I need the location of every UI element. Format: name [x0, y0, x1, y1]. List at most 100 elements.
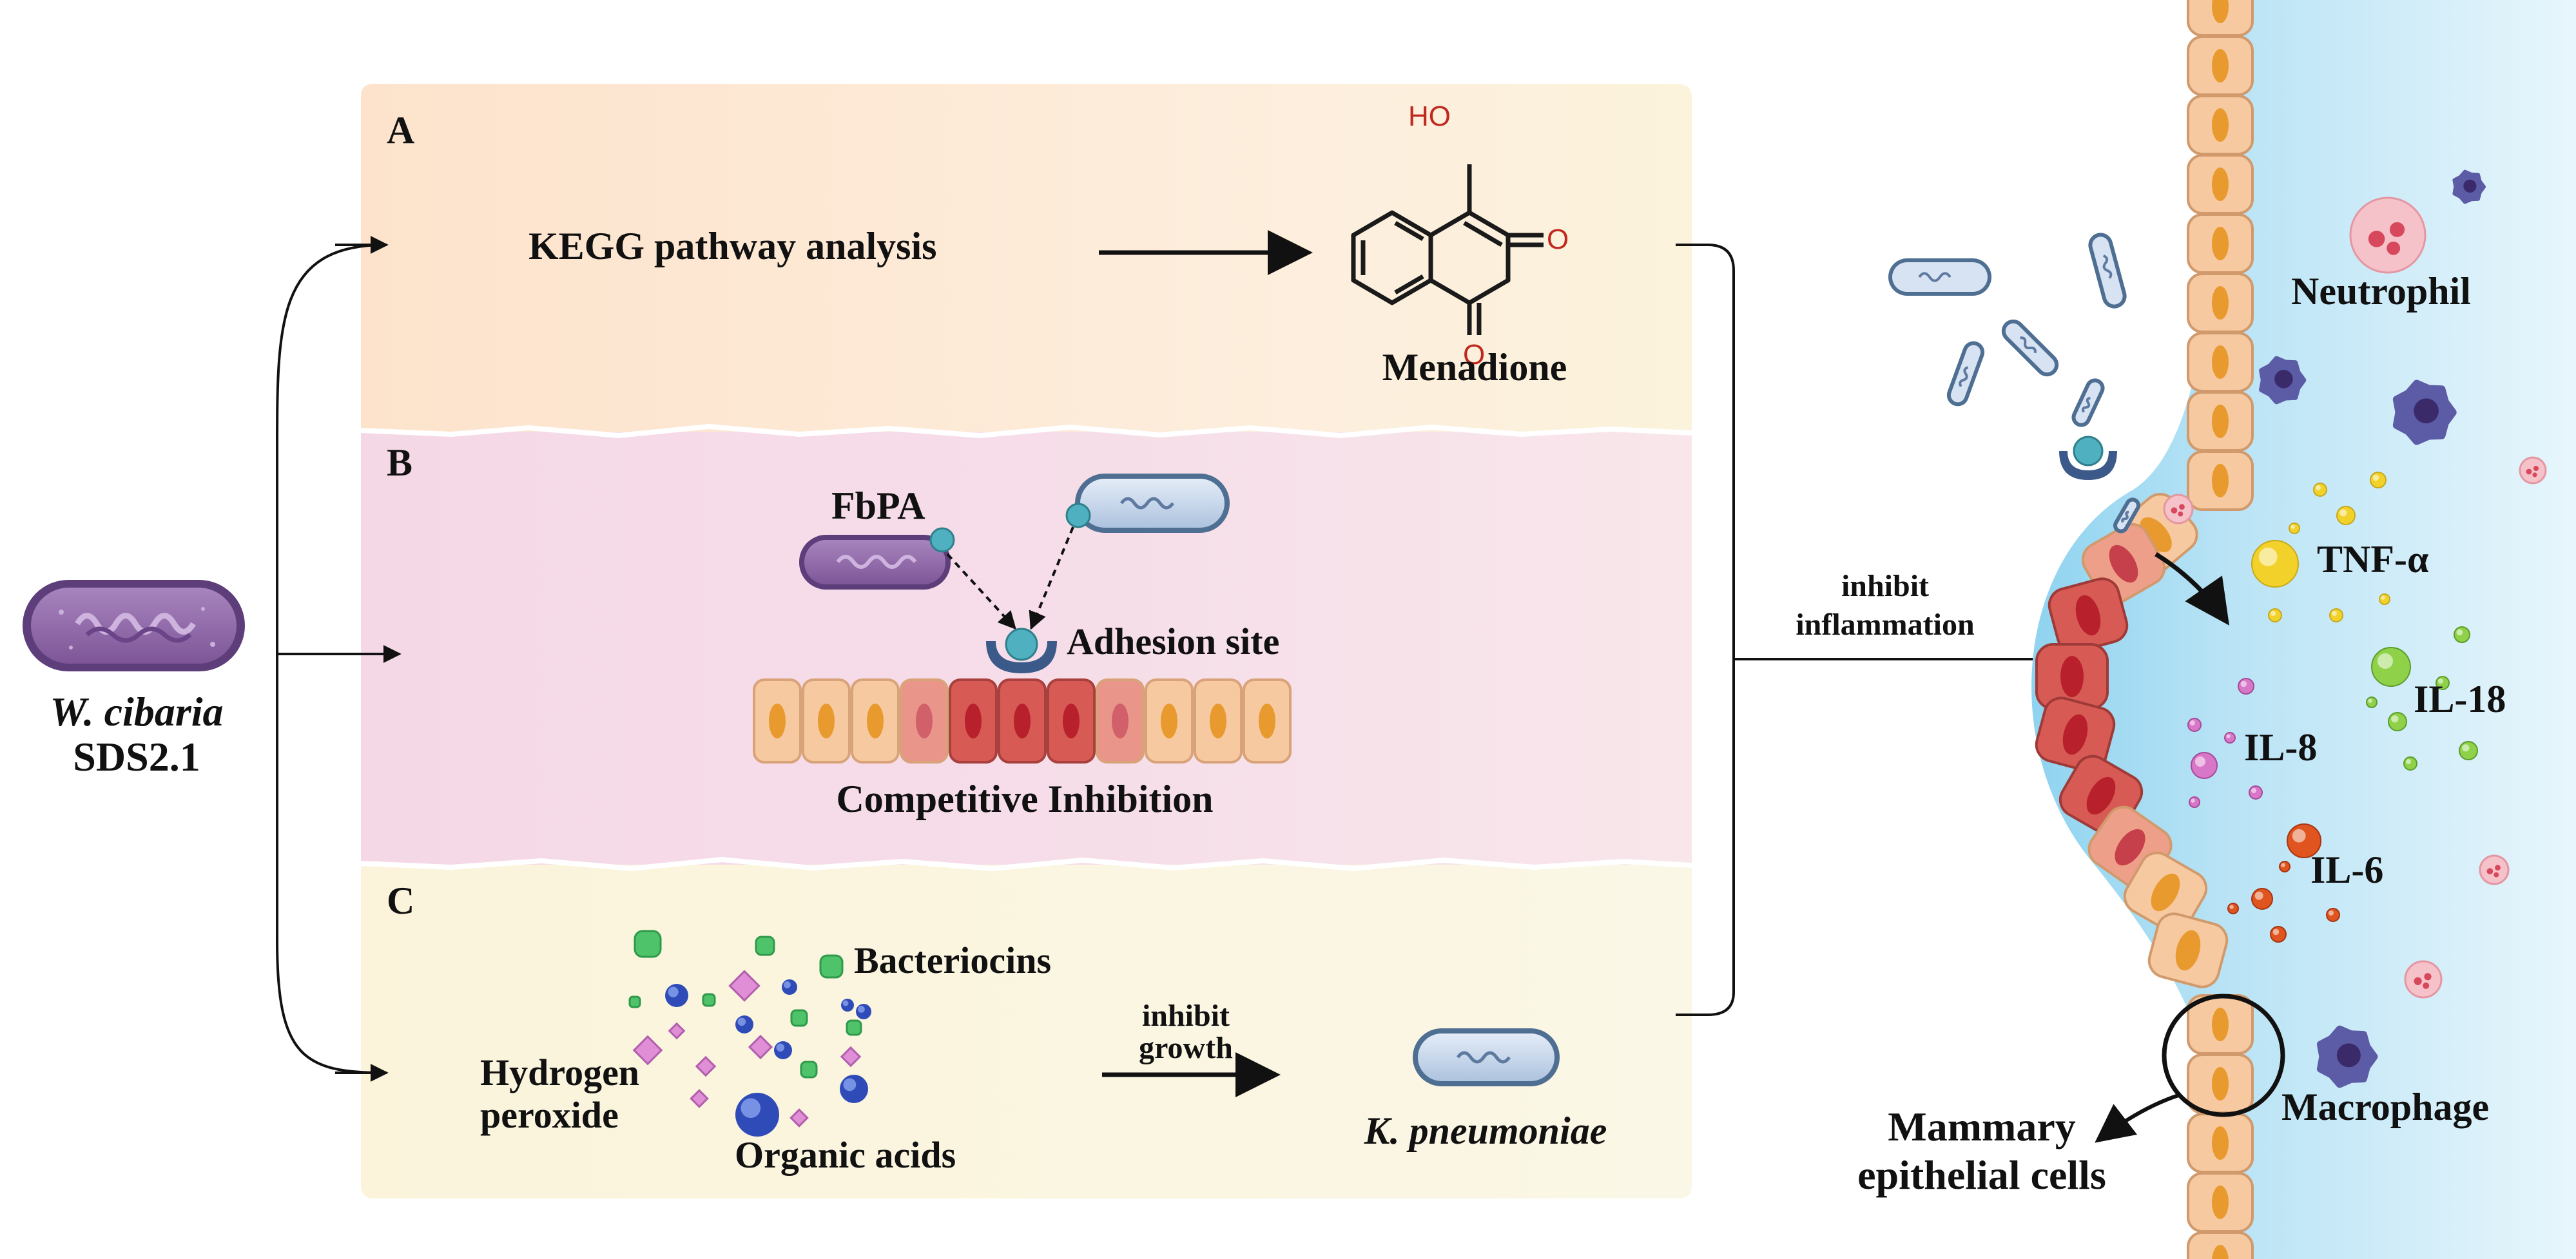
competitive-inhibition-label: Competitive Inhibition [836, 778, 1213, 820]
wall-cell [2187, 273, 2254, 333]
separator-ab [360, 423, 1692, 439]
menadione-structure [1351, 164, 1544, 335]
cell-row-cell [802, 678, 851, 764]
organic-acids-label: Organic acids [735, 1134, 956, 1176]
bacteriocin-particle [702, 993, 716, 1007]
bacteriocin-particle [846, 1019, 862, 1036]
cell-row-nucleus [965, 704, 982, 738]
bacteriocins-label: Bacteriocins [854, 939, 1051, 981]
epithelial-cell-row [753, 678, 1292, 764]
tnf-label: TNF-α [2317, 538, 2428, 581]
cell-row-cell [1194, 678, 1243, 764]
peroxide-particle [632, 1035, 663, 1066]
menadione-oh-label: HO [1408, 101, 1451, 132]
epithelial-label-2: epithelial cells [1857, 1152, 2106, 1198]
cell-row-nucleus [867, 704, 884, 738]
cell-row-cell [1096, 678, 1145, 764]
macrophage-cell [2316, 1025, 2378, 1088]
panel-b-letter: B [387, 441, 412, 484]
peroxide-label-2: peroxide [480, 1094, 619, 1136]
immune-cells [2163, 169, 2547, 1088]
cell-row-cell [949, 678, 998, 764]
k-pneumoniae-cell [1888, 258, 1991, 296]
source-strain: SDS2.1 [73, 734, 200, 780]
w-cibaria-small [799, 535, 951, 590]
wall-cell [2187, 1172, 2254, 1233]
mammary-tissue [2031, 0, 2576, 1259]
cell-row-nucleus [916, 704, 933, 738]
wall-nucleus [2212, 1008, 2229, 1041]
menadione-o-label-2: O [1463, 339, 1485, 370]
wall-nucleus [2109, 544, 2138, 583]
wall-nucleus [2212, 1245, 2229, 1259]
cell-row-nucleus [1014, 704, 1031, 738]
cell-row-nucleus [1259, 704, 1275, 738]
peroxide-particle [668, 1022, 686, 1040]
inhibit-growth-label-2: growth [1139, 1031, 1233, 1065]
wall-nucleus [2212, 49, 2229, 82]
wall-nucleus [2212, 227, 2229, 260]
wall-cell [2187, 1053, 2254, 1114]
tnf-particle [2379, 593, 2390, 605]
macrophage-cell [2259, 356, 2307, 405]
wall-cell [2187, 213, 2254, 274]
il18-particle [2388, 712, 2407, 731]
il6-particle [2326, 908, 2340, 922]
source-species: W. cibaria [50, 689, 223, 735]
neutrophil-cell [2519, 456, 2547, 485]
il18-particle [2371, 647, 2411, 687]
cell-row-cell [998, 678, 1047, 764]
wall-cell [2187, 154, 2254, 215]
wall-nucleus [2140, 517, 2172, 553]
k-pneumoniae-cell [1946, 341, 1985, 407]
peroxide-particle [748, 1034, 773, 1060]
il8-particle [2187, 718, 2202, 732]
tnf-particle [2251, 540, 2299, 588]
metabolite-particles [628, 930, 871, 1137]
k-pneumoniae-small [1075, 474, 1230, 533]
peroxide-particle [695, 1055, 717, 1077]
epithelial-label-1: Mammary [1888, 1104, 2075, 1149]
peroxide-label-1: Hydrogen [480, 1052, 639, 1093]
wall-cell [2187, 332, 2254, 392]
wall-cell [2035, 697, 2116, 773]
wall-nucleus [2115, 829, 2145, 866]
lumen-bacteria [1888, 233, 2140, 533]
wall-nucleus [2062, 714, 2088, 755]
wall-nucleus [2212, 1186, 2229, 1219]
peroxide-particle [789, 1108, 809, 1128]
macrophage-cell [2392, 380, 2457, 445]
panel-a [361, 84, 1692, 432]
k-pneumoniae-label: K. pneumoniae [1364, 1110, 1607, 1152]
il8-label: IL-8 [2244, 726, 2317, 769]
neutrophil-label: Neutrophil [2291, 270, 2471, 312]
il18-particle [2454, 626, 2470, 643]
neutrophil-cell [2479, 854, 2510, 885]
k-pneumoniae-cell [2001, 319, 2059, 377]
il8-particle [2249, 785, 2263, 800]
cell-row-nucleus [1161, 704, 1177, 738]
wall-nucleus [2075, 595, 2101, 636]
wall-cell [2187, 994, 2254, 1055]
inhibit-growth-label-1: inhibit [1142, 999, 1230, 1033]
inhibit-inflammation-label-2: inflammation [1796, 608, 1974, 642]
adhesion-receptor [986, 628, 1057, 673]
wall-nucleus [2175, 930, 2201, 971]
il8-particle [2224, 732, 2236, 744]
wall-nucleus [2212, 1126, 2229, 1160]
wall-nucleus [2151, 873, 2180, 912]
cell-row-cell [753, 678, 802, 764]
peroxide-particle [690, 1089, 709, 1108]
macrophage-label: Macrophage [2281, 1086, 2489, 1128]
zoom-circle [2162, 994, 2285, 1117]
k-pneumoniae-cell [2113, 497, 2140, 533]
tnf-particle [2268, 608, 2282, 622]
wall-nucleus [2060, 656, 2084, 697]
peroxide-particle [840, 1046, 862, 1068]
il6-particle [2270, 926, 2287, 943]
bacteriocin-particle [755, 936, 775, 956]
inhibit-inflammation-label-1: inhibit [1841, 569, 1929, 603]
adhesion-site-label: Adhesion site [1067, 620, 1279, 662]
cell-row-nucleus [1112, 704, 1128, 738]
